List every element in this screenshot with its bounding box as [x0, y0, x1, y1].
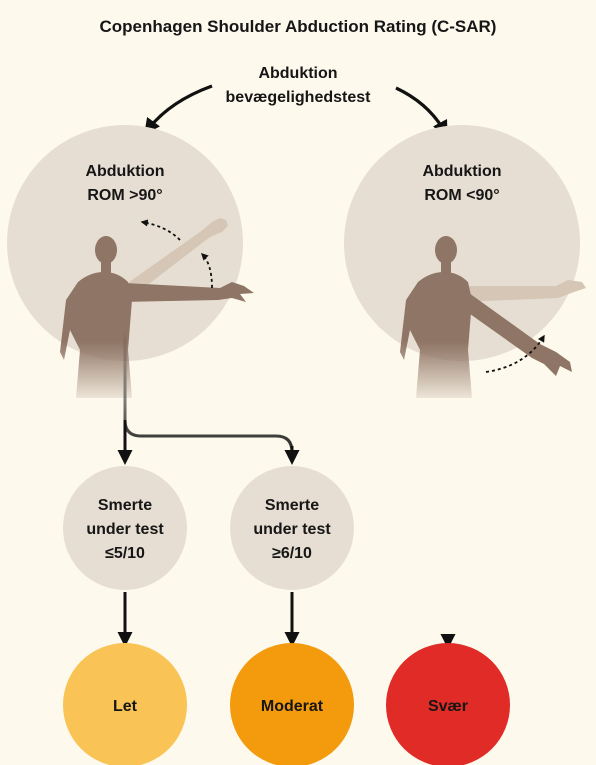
arrow-to-rom-under-90 — [396, 88, 446, 134]
pain-low-line1: Smerte — [98, 497, 152, 514]
rom-over-90-label-line1: Abduktion — [85, 163, 164, 180]
rom-under-90-label-line1: Abduktion — [422, 163, 501, 180]
pain-high-line3: ≥6/10 — [272, 545, 312, 562]
rom-over-90-label-line2: ROM >90° — [87, 187, 162, 204]
outcome-mild-label: Let — [113, 698, 138, 715]
rom-under-90-label-line2: ROM <90° — [424, 187, 499, 204]
page-title: Copenhagen Shoulder Abduction Rating (C-… — [100, 17, 497, 36]
root-label-line1: Abduktion — [258, 65, 337, 82]
outcome-severe-label: Svær — [428, 698, 468, 715]
pain-high-line1: Smerte — [265, 497, 319, 514]
outcome-moderate-label: Moderat — [261, 698, 324, 715]
pain-low-line2: under test — [86, 521, 164, 538]
arrow-to-rom-over-90 — [146, 86, 212, 132]
root-label-line2: bevægelighedstest — [226, 89, 372, 106]
pain-low-line3: ≤5/10 — [105, 545, 145, 562]
pain-high-line2: under test — [253, 521, 331, 538]
